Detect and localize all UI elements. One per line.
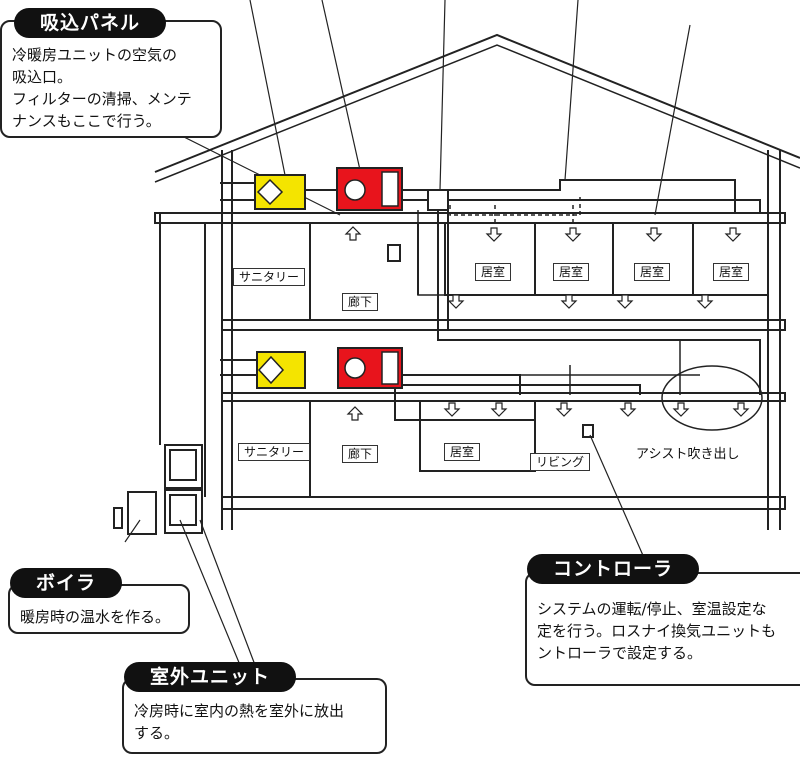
callout-line: する。 [134, 724, 180, 742]
callout-line: 冷房時に室内の熱を室外に放出 [134, 702, 345, 720]
room-label-living-room: 居室 [634, 263, 671, 281]
callout-line: システムの運転/停止、室温設定な [537, 600, 767, 618]
callout-line: 吸込口。 [12, 68, 73, 86]
callout-line: ントローラで設定する。 [537, 644, 703, 662]
room-label-living: リビング [530, 453, 591, 471]
callout-line: 定を行う。ロスナイ換気ユニットも [537, 622, 777, 640]
outdoor-unit-title: 室外ユニット [124, 662, 297, 692]
intake-panel-title: 吸込パネル [14, 8, 167, 38]
controller-callout: システムの運転/停止、室温設定な 定を行う。ロスナイ換気ユニットも ントローラで… [525, 572, 800, 686]
room-label-hallway: 廊下 [342, 293, 379, 311]
assist-outlet-label: アシスト吹き出し [636, 447, 740, 462]
intake-panel-callout: 冷暖房ユニットの空気の 吸込口。 フィルターの清掃、メンテ ナンスもここで行う。 [0, 20, 222, 138]
room-label-sanitary: サニタリー [233, 268, 306, 286]
room-label-living-room: 居室 [444, 443, 481, 461]
room-label-sanitary: サニタリー [238, 443, 311, 461]
callout-line: ナンスもここで行う。 [12, 112, 161, 130]
room-label-living-room: 居室 [475, 263, 512, 281]
room-label-living-room: 居室 [553, 263, 590, 281]
callout-line: フィルターの清掃、メンテ [12, 90, 192, 108]
callout-line: 暖房時の温水を作る。 [20, 608, 171, 626]
room-label-hallway: 廊下 [342, 445, 379, 463]
room-label-living-room: 居室 [713, 263, 750, 281]
controller-title: コントローラ [527, 554, 700, 584]
airflow-arrows [344, 226, 750, 421]
boiler-title: ボイラ [10, 568, 123, 598]
callout-line: 冷暖房ユニットの空気の [12, 46, 178, 64]
roof [154, 33, 800, 173]
